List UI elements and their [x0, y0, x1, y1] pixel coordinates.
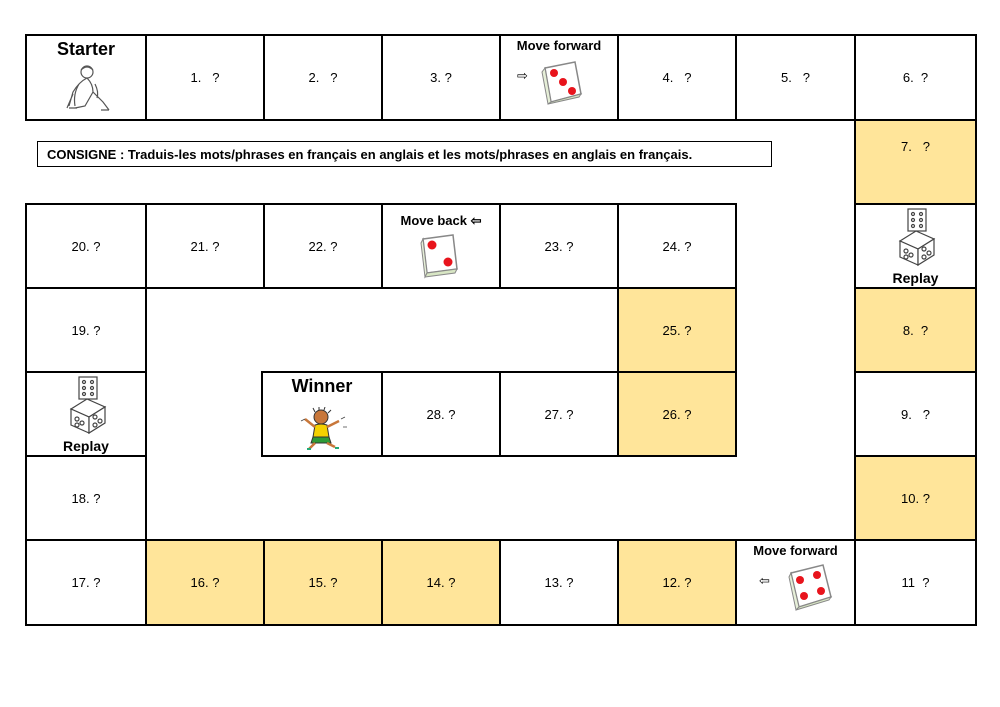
- square-13: 13. ?: [499, 539, 619, 626]
- move-forward-bottom-label: Move forward: [753, 543, 838, 558]
- square-24-label: 24. ?: [662, 238, 692, 254]
- square-20-label: 20. ?: [71, 238, 101, 254]
- square-3-label: 3. ?: [430, 70, 452, 85]
- square-13-label: 13. ?: [544, 575, 574, 590]
- dice-two-icon: [420, 234, 458, 279]
- runner-icon: [66, 65, 110, 111]
- square-7: 7. ?: [854, 119, 977, 205]
- replay-right-label: Replay: [892, 270, 939, 286]
- instruction-text: CONSIGNE : Traduis-les mots/phrases en f…: [47, 146, 693, 162]
- starter-cell: Starter: [25, 34, 147, 121]
- instruction-box: CONSIGNE : Traduis-les mots/phrases en f…: [37, 141, 772, 167]
- square-16-label: 16. ?: [190, 575, 220, 590]
- move-forward-bottom-cell: Move forward ⇦: [735, 539, 856, 626]
- starter-label: Starter: [56, 39, 116, 59]
- square-27-label: 27. ?: [544, 406, 574, 422]
- square-10: 10. ?: [854, 455, 977, 541]
- square-11: 11 ?: [854, 539, 977, 626]
- square-1-label: 1. ?: [190, 70, 220, 85]
- square-5-label: 5. ?: [781, 70, 810, 85]
- square-11-label: 11 ?: [901, 575, 930, 590]
- square-15: 15. ?: [263, 539, 383, 626]
- square-25-label: 25. ?: [662, 322, 692, 338]
- celebrating-child-icon: [300, 407, 347, 450]
- replay-right-cell: Replay: [854, 203, 977, 289]
- square-15-label: 15. ?: [308, 575, 338, 590]
- move-back-label: Move back ⇦: [400, 213, 482, 228]
- square-28: 28. ?: [381, 371, 501, 457]
- winner-cell: Winner: [261, 371, 383, 457]
- move-forward-top-label: Move forward: [516, 38, 602, 53]
- dice-three-icon: [541, 61, 583, 105]
- dice-icon: [69, 376, 107, 435]
- square-22: 22. ?: [263, 203, 383, 289]
- square-4-label: 4. ?: [662, 70, 692, 85]
- square-4: 4. ?: [617, 34, 737, 121]
- square-8: 8. ?: [854, 287, 977, 373]
- square-17: 17. ?: [25, 539, 147, 626]
- square-5: 5. ?: [735, 34, 856, 121]
- square-21: 21. ?: [145, 203, 265, 289]
- square-7-label: 7. ?: [901, 139, 930, 154]
- square-10-label: 10. ?: [901, 490, 930, 506]
- square-19-label: 19. ?: [71, 322, 101, 338]
- square-12: 12. ?: [617, 539, 737, 626]
- dice-icon: [898, 208, 936, 267]
- square-8-label: 8. ?: [902, 322, 929, 338]
- square-26: 26. ?: [617, 371, 737, 457]
- dice-four-icon: [788, 564, 833, 612]
- square-12-label: 12. ?: [662, 575, 692, 590]
- square-21-label: 21. ?: [190, 238, 220, 254]
- replay-left-cell: Replay: [25, 371, 147, 457]
- square-23-label: 23. ?: [544, 238, 574, 254]
- square-17-label: 17. ?: [71, 575, 101, 590]
- square-20: 20. ?: [25, 203, 147, 289]
- square-6-label: 6. ?: [902, 70, 929, 85]
- square-3: 3. ?: [381, 34, 501, 121]
- square-27: 27. ?: [499, 371, 619, 457]
- square-9: 9. ?: [854, 371, 977, 457]
- square-18-label: 18. ?: [71, 490, 101, 506]
- arrow-right-icon: ⇨: [517, 68, 528, 83]
- square-22-label: 22. ?: [308, 238, 338, 254]
- square-25: 25. ?: [617, 287, 737, 373]
- square-2-label: 2. ?: [308, 70, 338, 85]
- square-23: 23. ?: [499, 203, 619, 289]
- arrow-left-icon: ⇦: [759, 573, 770, 588]
- square-19: 19. ?: [25, 287, 147, 373]
- square-28-label: 28. ?: [426, 406, 456, 422]
- square-2: 2. ?: [263, 34, 383, 121]
- square-24: 24. ?: [617, 203, 737, 289]
- square-9-label: 9. ?: [901, 406, 930, 422]
- square-1: 1. ?: [145, 34, 265, 121]
- winner-label: Winner: [291, 376, 353, 396]
- square-14: 14. ?: [381, 539, 501, 626]
- square-26-label: 26. ?: [662, 406, 692, 422]
- square-16: 16. ?: [145, 539, 265, 626]
- square-6: 6. ?: [854, 34, 977, 121]
- square-18: 18. ?: [25, 455, 147, 541]
- replay-left-label: Replay: [63, 438, 109, 454]
- square-14-label: 14. ?: [426, 575, 456, 590]
- move-forward-top-cell: Move forward ⇨: [499, 34, 619, 121]
- move-back-cell: Move back ⇦: [381, 203, 501, 289]
